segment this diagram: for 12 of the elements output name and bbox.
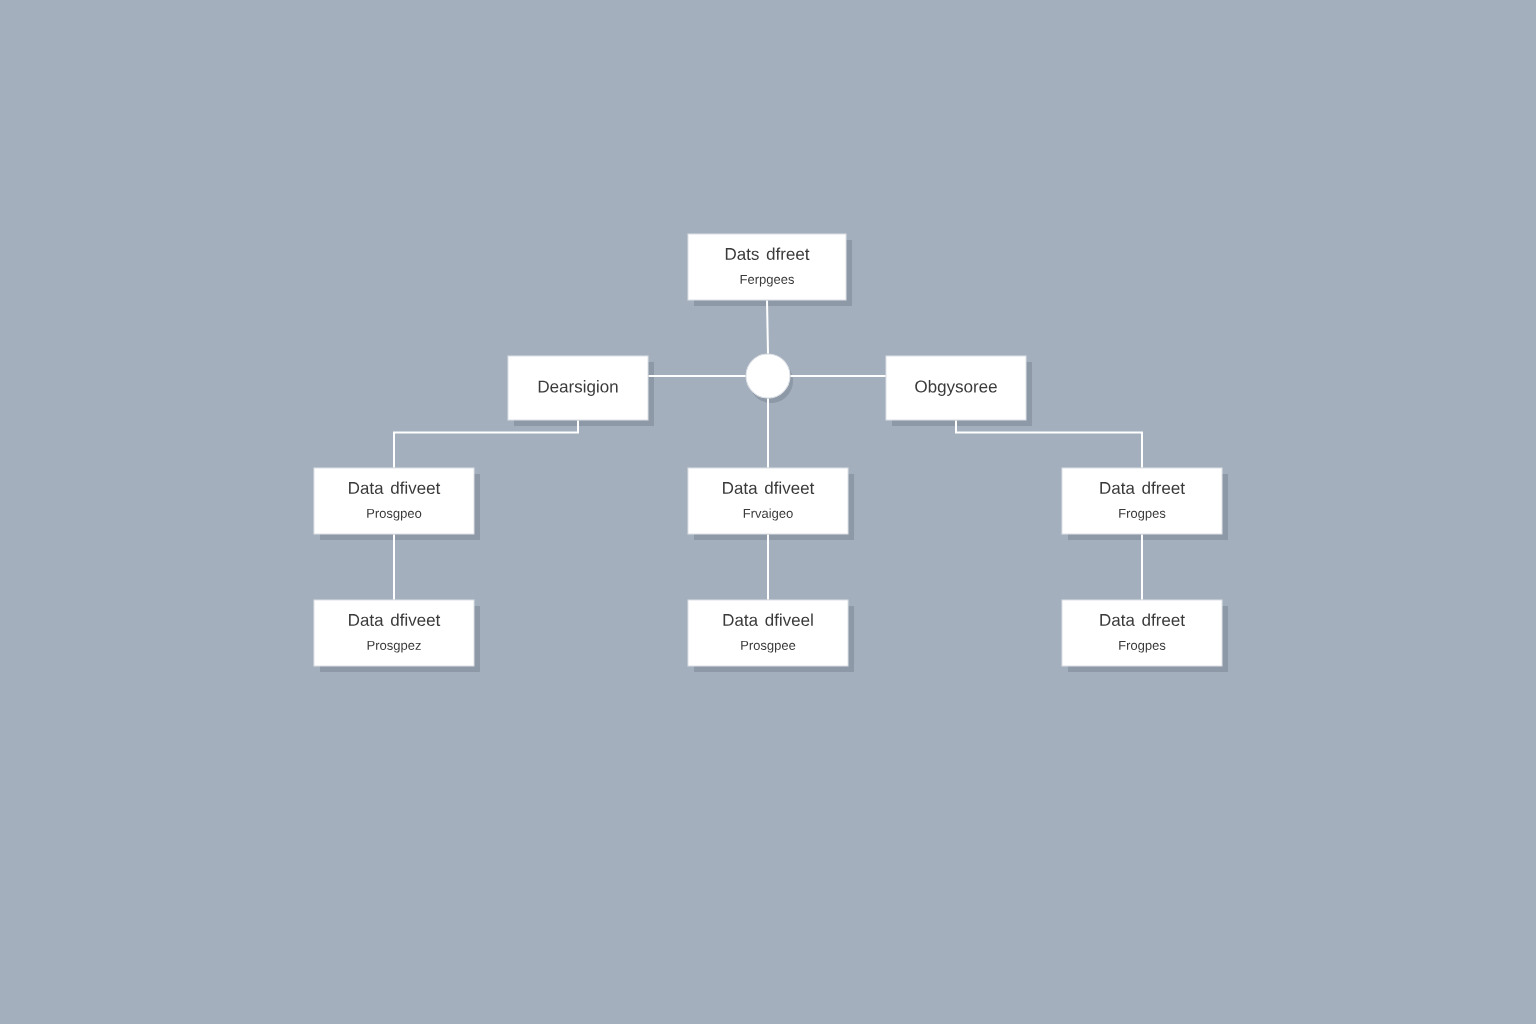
connector-line — [393, 533, 395, 601]
process-box: Obgysoree — [885, 355, 1032, 426]
connector-line — [955, 419, 1143, 469]
connector-line — [647, 375, 747, 377]
junction-circle — [745, 353, 793, 403]
connector-line — [393, 419, 579, 469]
connector-line — [766, 299, 769, 355]
process-box: Dearsigion — [507, 355, 654, 426]
connector-line — [767, 397, 769, 469]
connector-line — [1141, 533, 1143, 601]
connector-line — [767, 533, 769, 601]
connector-line — [789, 375, 887, 377]
